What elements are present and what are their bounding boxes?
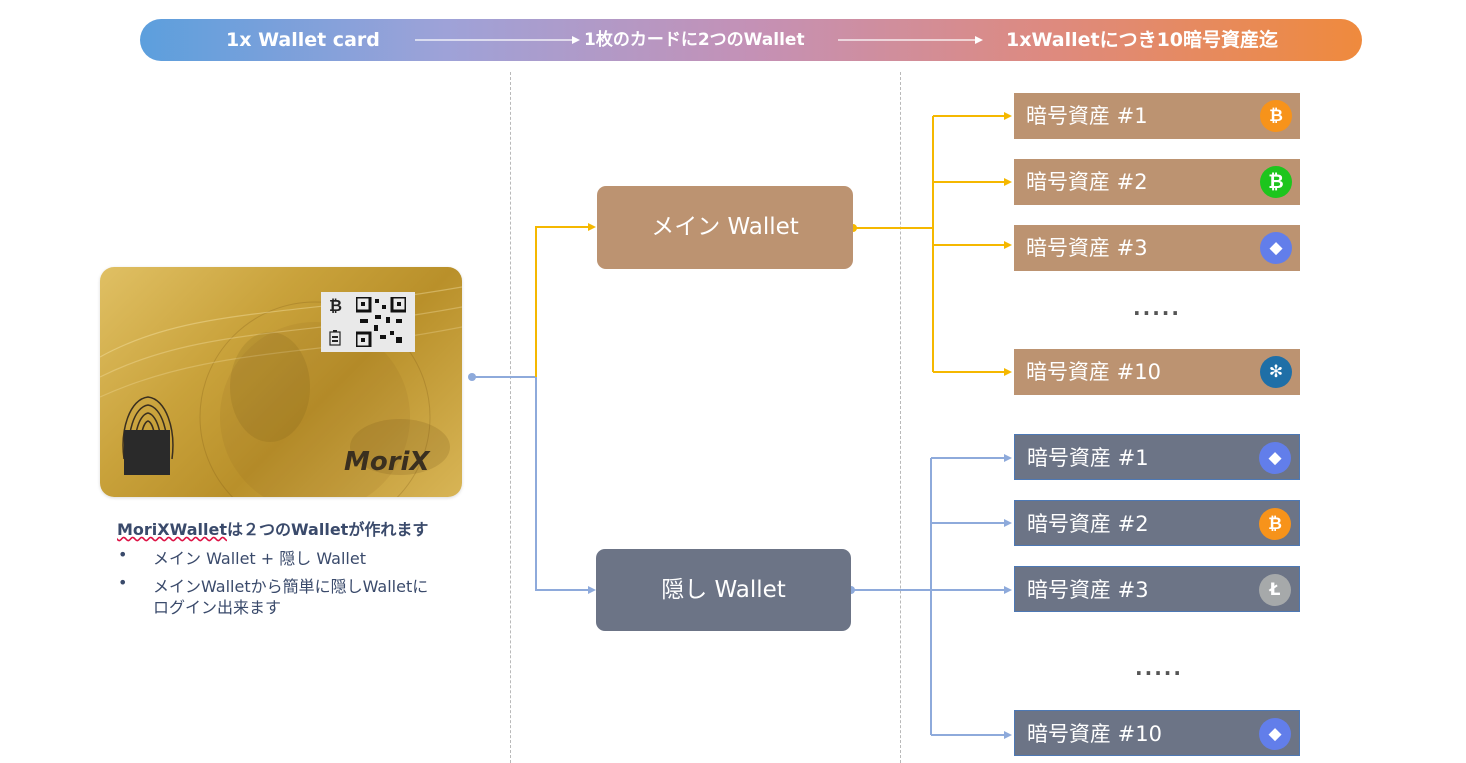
top-banner: 1x Wallet card 1枚のカードに2つのWallet 1xWallet…: [140, 19, 1362, 61]
litecoin-icon: Ł: [1259, 574, 1291, 606]
card-bitcoin-icon: ₿: [329, 296, 343, 315]
main-ellipsis: .....: [1133, 296, 1181, 320]
bitcoin-icon: ₿: [1260, 100, 1292, 132]
hidden-asset-3: 暗号資産 #3 Ł: [1014, 566, 1300, 612]
main-wallet-box: メイン Wallet: [597, 186, 853, 269]
main-asset-10: 暗号資産 #10 ✻: [1014, 349, 1300, 395]
notes-title-brand: MoriXWallet: [117, 520, 227, 539]
ripple-icon: ✻: [1260, 356, 1292, 388]
ethereum-icon: ◆: [1259, 718, 1291, 750]
fingerprint-sensor: [124, 430, 170, 475]
banner-step-1: 1x Wallet card: [226, 29, 380, 51]
ethereum-icon: ◆: [1260, 232, 1292, 264]
bullet-mark-2: •: [118, 573, 128, 592]
card-qr-panel: ₿: [321, 292, 415, 352]
battery-icon: [329, 330, 341, 346]
asset-label: 暗号資産 #3: [1027, 578, 1149, 602]
divider-left: [510, 72, 511, 763]
hidden-ellipsis: .....: [1135, 656, 1183, 680]
main-asset-1: 暗号資産 #1 ₿: [1014, 93, 1300, 139]
banner-step-3: 1xWalletにつき10暗号資産迄: [1006, 29, 1279, 51]
bullet-2-line-2: ログイン出来ます: [153, 598, 282, 617]
hidden-asset-10: 暗号資産 #10 ◆: [1014, 710, 1300, 756]
ethereum-icon: ◆: [1259, 442, 1291, 474]
bullet-1: メイン Wallet + 隠し Wallet: [153, 549, 366, 568]
main-asset-3: 暗号資産 #3 ◆: [1014, 225, 1300, 271]
asset-label: 暗号資産 #2: [1027, 512, 1149, 536]
notes-title: MoriXWalletは２つのWalletが作れます: [117, 516, 428, 540]
main-asset-2: 暗号資産 #2 ₿: [1014, 159, 1300, 205]
asset-label: 暗号資産 #1: [1026, 104, 1148, 128]
bullet-mark-1: •: [118, 545, 128, 564]
bitcoin-icon: ₿: [1259, 508, 1291, 540]
bitcoin-cash-icon: ₿: [1260, 166, 1292, 198]
wallet-card: ₿ MoriX: [100, 267, 462, 497]
asset-label: 暗号資産 #3: [1026, 236, 1148, 260]
hidden-wallet-box: 隠し Wallet: [596, 549, 851, 631]
card-brand-logo: MoriX: [344, 447, 430, 477]
banner-step-2: 1枚のカードに2つのWallet: [584, 30, 805, 50]
asset-label: 暗号資産 #2: [1026, 170, 1148, 194]
hidden-asset-1: 暗号資産 #1 ◆: [1014, 434, 1300, 480]
bullet-2-line-1: メインWalletから簡単に隠しWalletに: [153, 577, 429, 596]
asset-label: 暗号資産 #1: [1027, 446, 1149, 470]
notes-title-rest: は２つのWalletが作れます: [226, 520, 429, 539]
hidden-asset-2: 暗号資産 #2 ₿: [1014, 500, 1300, 546]
divider-right: [900, 72, 901, 763]
asset-label: 暗号資産 #10: [1027, 722, 1162, 746]
qr-code-icon: [356, 297, 406, 347]
asset-label: 暗号資産 #10: [1026, 360, 1161, 384]
card-globe-pattern: [100, 286, 462, 497]
